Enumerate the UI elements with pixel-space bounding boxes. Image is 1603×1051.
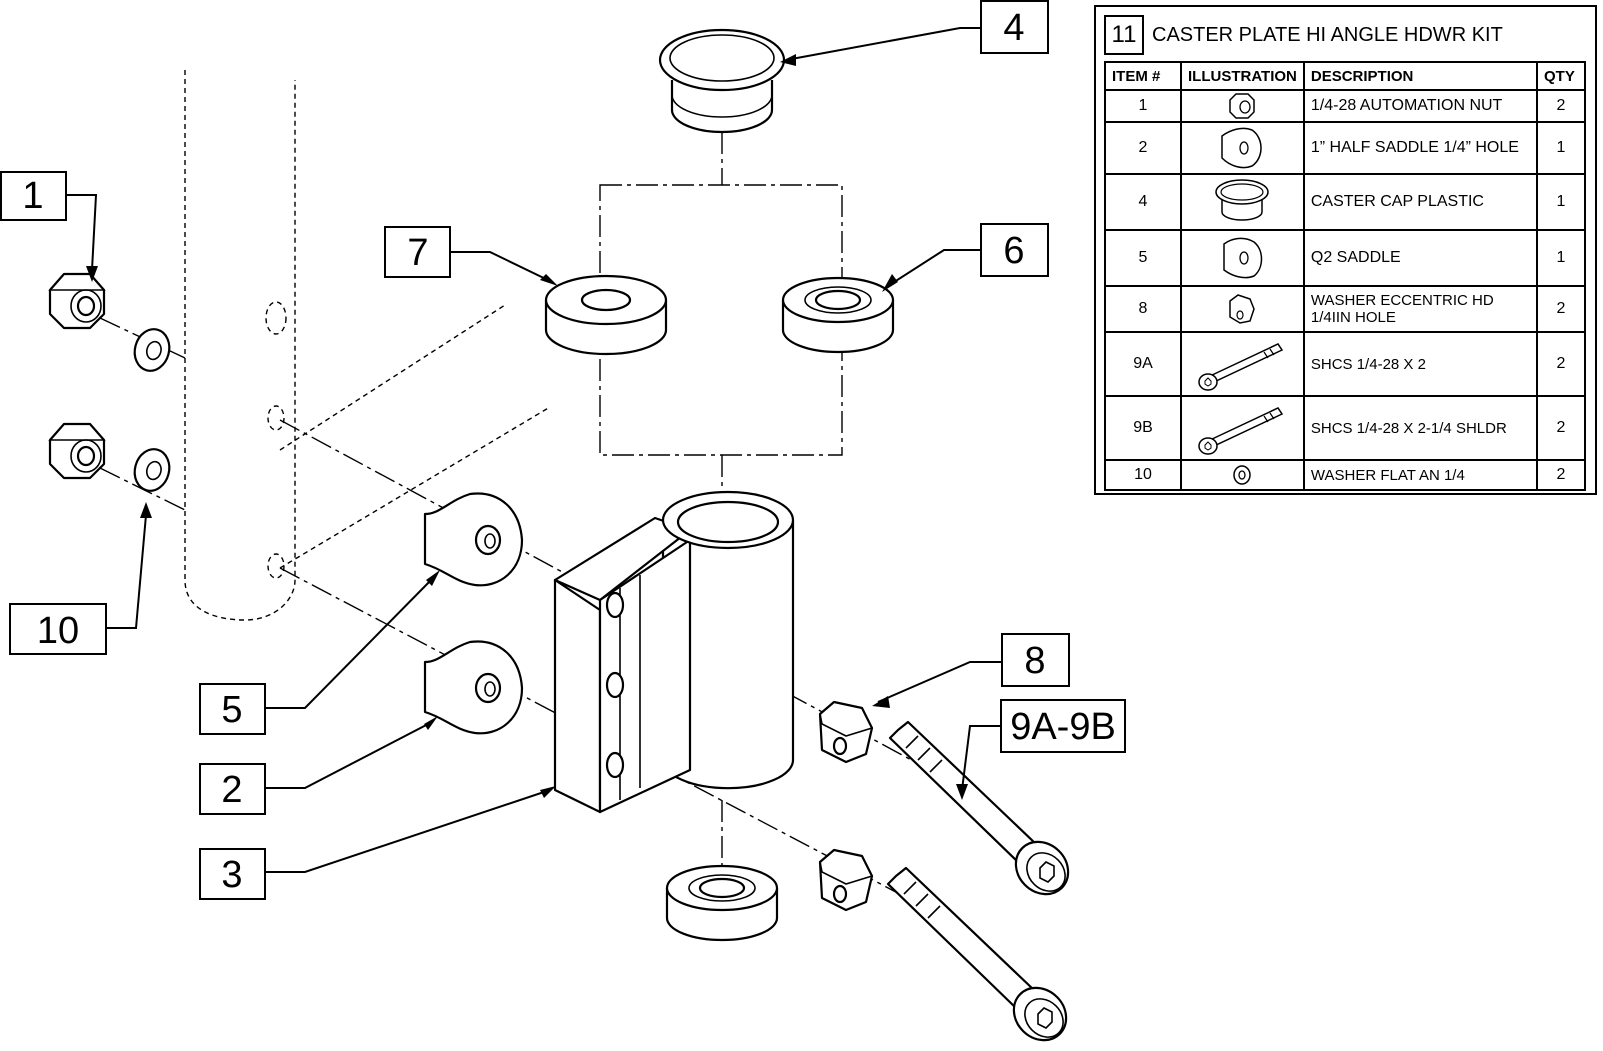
qty-cell: 2: [1536, 459, 1586, 491]
qty-cell: 2: [1536, 89, 1586, 123]
half-saddle-icon: [1221, 127, 1263, 169]
callout-10: 10: [9, 603, 107, 655]
caster-plate-housing-part: [553, 490, 795, 814]
kit-title: CASTER PLATE HI ANGLE HDWR KIT: [1152, 23, 1503, 46]
description-cell: WASHER FLAT AN 1/4: [1302, 459, 1539, 491]
bearing-part-top: [781, 276, 895, 354]
col-item: ITEM #: [1104, 61, 1182, 91]
callout-5: 5: [199, 683, 266, 735]
item-cell: 9A: [1104, 331, 1182, 397]
item-cell: 1: [1104, 89, 1182, 123]
table-row: 10 WASHER FLAT AN 1/4 2: [1104, 459, 1586, 491]
callout-2: 2: [199, 763, 266, 815]
kit-number: 11: [1104, 15, 1144, 55]
item-cell: 2: [1104, 121, 1182, 175]
eccentric-washer-part-top: [818, 700, 874, 764]
svg-text:3: 3: [221, 854, 242, 896]
frame-tube-hidden-outline: [184, 70, 551, 621]
callout-6: 6: [980, 223, 1049, 277]
flat-washer-part-bottom: [129, 444, 175, 496]
qty-cell: 2: [1536, 395, 1586, 461]
q2-saddle-part: [423, 492, 524, 587]
qty-cell: 2: [1536, 331, 1586, 397]
table-row: 5 Q2 SADDLE 1: [1104, 229, 1586, 287]
illustration-cell: [1180, 121, 1305, 175]
item-cell: 5: [1104, 229, 1182, 287]
flat-washer-part-top: [129, 324, 175, 376]
illustration-cell: [1180, 395, 1305, 461]
description-cell: SHCS 1/4-28 X 2-1/4 SHLDR: [1302, 395, 1539, 461]
qty-cell: 1: [1536, 173, 1586, 231]
description-cell: CASTER CAP PLASTIC: [1302, 173, 1539, 231]
leader-lines: [66, 27, 1002, 873]
hex-nut-part-top: [48, 272, 106, 330]
svg-text:9A-9B: 9A-9B: [1010, 706, 1116, 748]
item-cell: 8: [1104, 285, 1182, 333]
description-cell: Q2 SADDLE: [1302, 229, 1539, 287]
qty-cell: 1: [1536, 229, 1586, 287]
table-row: 9B SHCS 1/4-28 X 2-1/4 SHLDR 2: [1104, 395, 1586, 461]
description-cell: 1/4-28 AUTOMATION NUT: [1302, 89, 1539, 123]
flat-washer-icon: [1233, 465, 1252, 485]
qty-cell: 2: [1536, 285, 1586, 333]
qty-cell: 1: [1536, 121, 1586, 175]
illustration-cell: [1180, 229, 1305, 287]
cap-screw-icon: [1198, 343, 1284, 391]
saddle-icon: [1223, 237, 1263, 279]
kit-parts-grid: ITEM # ILLUSTRATION DESCRIPTION QTY 1 1/…: [1104, 61, 1586, 491]
svg-text:10: 10: [37, 610, 79, 652]
hex-nut-part-bottom: [48, 422, 106, 480]
illustration-cell: [1180, 285, 1305, 333]
callout-8: 8: [1001, 633, 1070, 687]
illustration-cell: [1180, 459, 1305, 491]
svg-text:1: 1: [22, 175, 43, 217]
svg-text:4: 4: [1003, 7, 1024, 49]
svg-text:2: 2: [221, 769, 242, 811]
item-cell: 10: [1104, 459, 1182, 491]
table-row: 4 CASTER CAP PLASTIC 1: [1104, 173, 1586, 231]
spacer-part: [544, 274, 668, 356]
table-row: 2 1” HALF SADDLE 1/4” HOLE 1: [1104, 121, 1586, 175]
eccentric-washer-icon: [1229, 294, 1256, 324]
callout-3: 3: [199, 848, 266, 900]
illustration-cell: [1180, 89, 1305, 123]
table-row: 9A SHCS 1/4-28 X 2 2: [1104, 331, 1586, 397]
col-qty: QTY: [1536, 61, 1586, 91]
kit-header-row: ITEM # ILLUSTRATION DESCRIPTION QTY: [1104, 61, 1586, 91]
shoulder-screw-icon: [1198, 407, 1284, 455]
caster-cap-icon: [1215, 179, 1270, 221]
item-cell: 9B: [1104, 395, 1182, 461]
item-cell: 4: [1104, 173, 1182, 231]
svg-text:8: 8: [1024, 640, 1045, 682]
kit-header: 11 CASTER PLATE HI ANGLE HDWR KIT: [1104, 15, 1503, 55]
description-cell: WASHER ECCENTRIC HD 1/4IIN HOLE: [1302, 285, 1539, 333]
shoulder-screw-part: [886, 866, 1078, 1051]
half-saddle-part: [423, 640, 524, 735]
callout-7: 7: [384, 226, 451, 278]
caster-cap-part: [658, 28, 786, 134]
callout-4: 4: [980, 0, 1049, 54]
illustration-cell: [1180, 173, 1305, 231]
bearing-part-bottom: [665, 864, 779, 942]
description-cell: 1” HALF SADDLE 1/4” HOLE: [1302, 121, 1539, 175]
svg-text:5: 5: [221, 689, 242, 731]
illustration-cell: [1180, 331, 1305, 397]
hardware-kit-table: 11 CASTER PLATE HI ANGLE HDWR KIT ITEM #…: [1094, 5, 1597, 495]
callout-1: 1: [0, 171, 67, 221]
table-row: 8 WASHER ECCENTRIC HD 1/4IIN HOLE 2: [1104, 285, 1586, 333]
table-row: 1 1/4-28 AUTOMATION NUT 2: [1104, 89, 1586, 123]
svg-text:7: 7: [407, 232, 428, 274]
hex-nut-icon: [1229, 93, 1256, 119]
callout-9a-9b: 9A-9B: [1000, 699, 1126, 753]
col-illustration: ILLUSTRATION: [1180, 61, 1305, 91]
col-description: DESCRIPTION: [1302, 61, 1539, 91]
description-cell: SHCS 1/4-28 X 2: [1302, 331, 1539, 397]
svg-text:6: 6: [1003, 230, 1024, 272]
eccentric-washer-part-bottom: [818, 848, 874, 912]
